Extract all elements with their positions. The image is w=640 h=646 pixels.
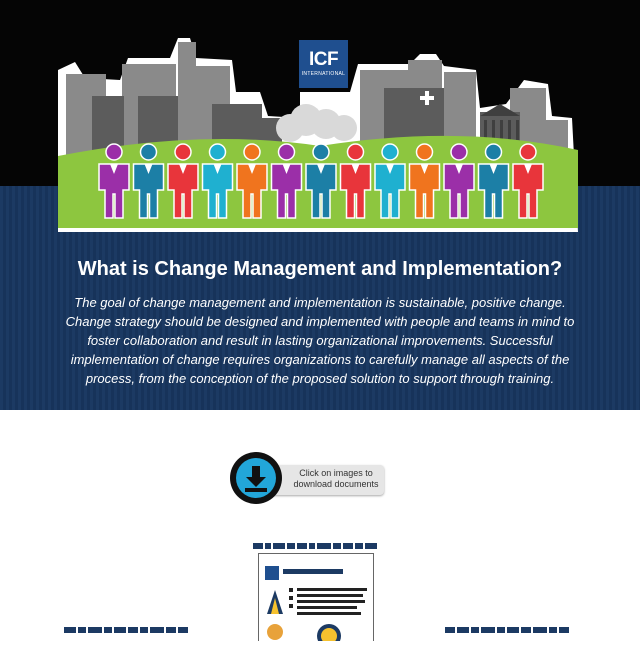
- logo-subtext: INTERNATIONAL: [301, 71, 346, 77]
- intro-paragraph: The goal of change management and implem…: [65, 295, 575, 386]
- person-figure: [305, 143, 337, 219]
- person-figure: [477, 143, 510, 219]
- download-hint[interactable]: Click on images to download documents: [230, 452, 390, 504]
- person-figure: [98, 143, 130, 219]
- document-link-center[interactable]: [253, 542, 377, 550]
- logo-text: ICF: [308, 49, 339, 70]
- document-thumbnail-image: [259, 554, 373, 646]
- person-figure: [270, 143, 303, 219]
- person-figure: [167, 143, 199, 219]
- page-title: What is Change Management and Implementa…: [77, 258, 563, 280]
- download-icon: [245, 466, 267, 492]
- document-link-left[interactable]: [64, 626, 188, 634]
- person-figure: [339, 143, 372, 219]
- hero-illustration: [58, 38, 578, 232]
- icf-logo: ICF INTERNATIONAL: [299, 40, 348, 88]
- document-thumbnail[interactable]: [258, 553, 374, 646]
- person-figure: [408, 143, 441, 219]
- document-link-right[interactable]: [445, 626, 569, 634]
- person-figure: [443, 143, 475, 219]
- person-figure: [374, 143, 406, 219]
- download-label: Click on images to download documents: [293, 468, 379, 489]
- download-button[interactable]: [230, 452, 282, 504]
- person-figure: [132, 143, 165, 219]
- person-figure: [201, 143, 234, 219]
- person-figure: [236, 143, 268, 219]
- person-figure: [512, 143, 544, 219]
